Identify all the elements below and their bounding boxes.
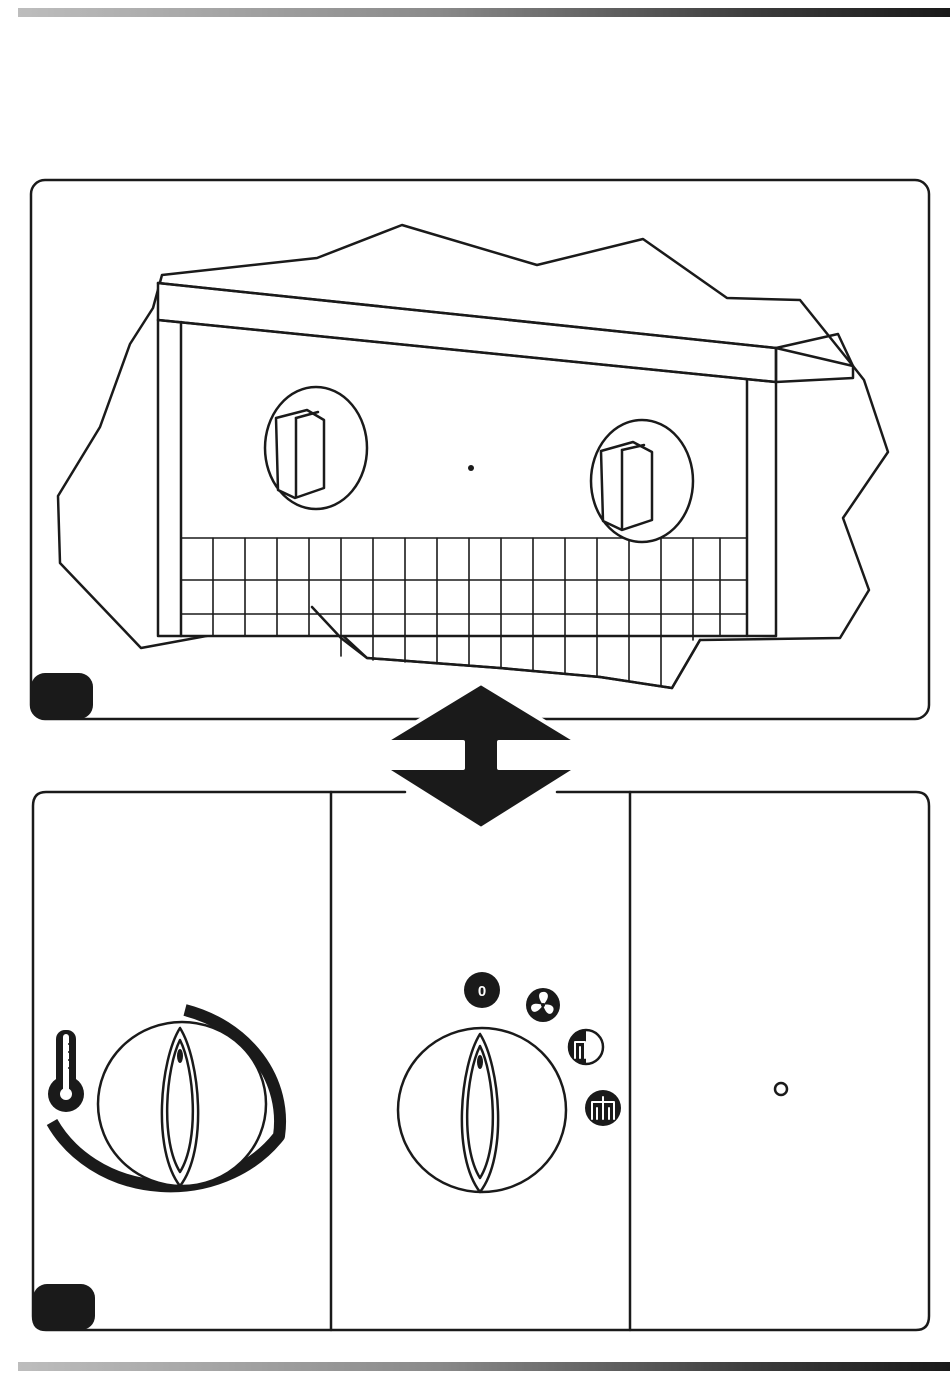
thermostat-section	[48, 1010, 280, 1186]
off-position-symbol: 0	[464, 972, 500, 1008]
fan-symbol	[526, 988, 560, 1022]
panel-b-label-tab	[33, 1284, 95, 1330]
panel-a-label-tab	[31, 673, 93, 719]
mode-selector-section: 0	[398, 972, 621, 1192]
indicator-section	[775, 1083, 787, 1095]
pilot-light-icon	[775, 1083, 787, 1095]
thermostat-knob	[98, 1022, 266, 1186]
right-knob-icon	[591, 420, 693, 542]
full-heat-symbol	[585, 1090, 621, 1126]
off-position-label: 0	[478, 983, 486, 1000]
indicator-dot-icon	[468, 465, 474, 471]
mode-selector-knob	[398, 1028, 566, 1192]
panel-a	[31, 180, 929, 719]
thermometer-icon	[48, 1030, 84, 1112]
left-knob-icon	[265, 387, 367, 509]
panel-b: 0	[33, 792, 929, 1330]
half-heat-symbol	[569, 1030, 603, 1064]
